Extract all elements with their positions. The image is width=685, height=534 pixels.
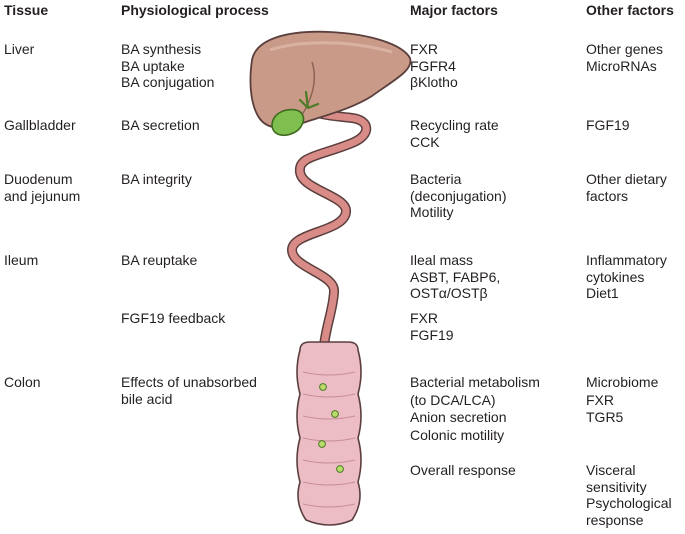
row-colon-other: Microbiome FXR TGR5 xyxy=(586,374,658,427)
process-line: BA secretion xyxy=(121,117,200,133)
other-factor-line: cytokines xyxy=(586,268,645,285)
row-overall-other: Visceral sensitivity Psychological respo… xyxy=(586,462,672,528)
row-duodenum-other: Other dietary factors xyxy=(586,171,667,204)
process-line: BA synthesis xyxy=(121,41,202,57)
major-factor-line: FXR xyxy=(410,41,438,57)
other-factor-line: Other dietary xyxy=(586,171,667,187)
process-line: BA integrity xyxy=(121,171,192,187)
major-factor-line: FXR xyxy=(410,310,438,326)
other-factor-line: factors xyxy=(586,187,629,204)
other-factor-line: response xyxy=(586,511,644,528)
other-factor-line: Visceral xyxy=(586,462,636,478)
row-feedback-process: FGF19 feedback xyxy=(121,310,225,327)
process-line: bile acid xyxy=(121,390,173,407)
major-factor-line: Bacteria xyxy=(410,171,462,187)
major-factor-line: OSTα/OSTβ xyxy=(410,285,488,301)
process-line: Effects of unabsorbed xyxy=(121,374,257,390)
bile-acid-dots xyxy=(318,383,344,473)
row-ileum-tissue: Ileum xyxy=(4,252,38,269)
row-ileum-major: Ileal mass ASBT, FABP6, OSTα/OSTβ xyxy=(410,252,500,302)
row-feedback-major: FXR FGF19 xyxy=(410,310,454,343)
row-liver-process: BA synthesis BA uptake BA conjugation xyxy=(121,41,214,91)
other-factor-line: sensitivity xyxy=(586,478,647,495)
tissue-line: Colon xyxy=(4,374,41,390)
process-line: BA uptake xyxy=(121,57,185,74)
gallbladder-icon xyxy=(271,90,320,137)
row-colon-tissue: Colon xyxy=(4,374,41,391)
small-intestine-icon xyxy=(286,103,372,351)
other-factor-line: FGF19 xyxy=(586,117,630,133)
other-factor-line: Inflammatory xyxy=(586,252,667,268)
major-factor-line: FGF19 xyxy=(410,326,454,343)
major-factor-line: ASBT, FABP6, xyxy=(410,268,501,285)
row-gallbladder-process: BA secretion xyxy=(121,117,200,134)
row-overall-major: Overall response xyxy=(410,462,516,479)
liver-icon xyxy=(249,30,412,129)
other-factor-line: TGR5 xyxy=(586,409,624,425)
major-factor-line: Bacterial metabolism xyxy=(410,374,540,390)
other-factor-line: Microbiome xyxy=(586,374,659,390)
other-factor-line: Other genes xyxy=(586,41,664,57)
major-factor-line: Motility xyxy=(410,204,454,220)
major-factor-line: Recycling rate xyxy=(410,117,499,133)
process-line: BA conjugation xyxy=(121,74,215,90)
row-duodenum-tissue: Duodenum and jejunum xyxy=(4,171,80,204)
row-gallbladder-other: FGF19 xyxy=(586,117,630,134)
major-factor-line: Overall response xyxy=(410,462,516,478)
colon-icon xyxy=(296,341,362,526)
row-colon-process: Effects of unabsorbed bile acid xyxy=(121,374,257,407)
major-factor-line: FGFR4 xyxy=(410,57,456,74)
major-factor-line: βKlotho xyxy=(410,74,458,90)
process-line: FGF19 feedback xyxy=(121,310,226,326)
other-factor-line: FXR xyxy=(586,391,614,408)
row-ileum-other: Inflammatory cytokines Diet1 xyxy=(586,252,667,302)
major-factor-line: Ileal mass xyxy=(410,252,474,268)
tissue-line: and jejunum xyxy=(4,187,81,204)
row-duodenum-major: Bacteria (deconjugation) Motility xyxy=(410,171,507,221)
header-physiological-process: Physiological process xyxy=(121,2,269,18)
row-liver-major: FXR FGFR4 βKlotho xyxy=(410,41,458,91)
row-gallbladder-tissue: Gallbladder xyxy=(4,117,76,134)
tissue-line: Liver xyxy=(4,41,35,57)
major-factor-line: (to DCA/LCA) xyxy=(410,391,496,408)
tissue-line: Ileum xyxy=(4,252,39,268)
header-other-factors: Other factors xyxy=(586,2,674,18)
row-ileum-process: BA reuptake xyxy=(121,252,197,269)
major-factor-line: (deconjugation) xyxy=(410,187,507,204)
other-factor-line: MicroRNAs xyxy=(586,57,657,74)
row-liver-other: Other genes MicroRNAs xyxy=(586,41,663,74)
major-factor-line: Colonic motility xyxy=(410,426,505,443)
row-gallbladder-major: Recycling rate CCK xyxy=(410,117,499,150)
tissue-line: Duodenum xyxy=(4,171,73,187)
process-line: BA reuptake xyxy=(121,252,198,268)
row-duodenum-process: BA integrity xyxy=(121,171,192,188)
row-colon-major: Bacterial metabolism (to DCA/LCA) Anion … xyxy=(410,374,540,444)
major-factor-line: Anion secretion xyxy=(410,409,507,425)
row-liver-tissue: Liver xyxy=(4,41,34,58)
header-tissue: Tissue xyxy=(4,2,49,18)
major-factor-line: CCK xyxy=(410,133,440,150)
other-factor-line: Psychological xyxy=(586,495,672,511)
tissue-line: Gallbladder xyxy=(4,117,76,133)
header-major-factors: Major factors xyxy=(410,2,498,18)
other-factor-line: Diet1 xyxy=(586,285,619,301)
